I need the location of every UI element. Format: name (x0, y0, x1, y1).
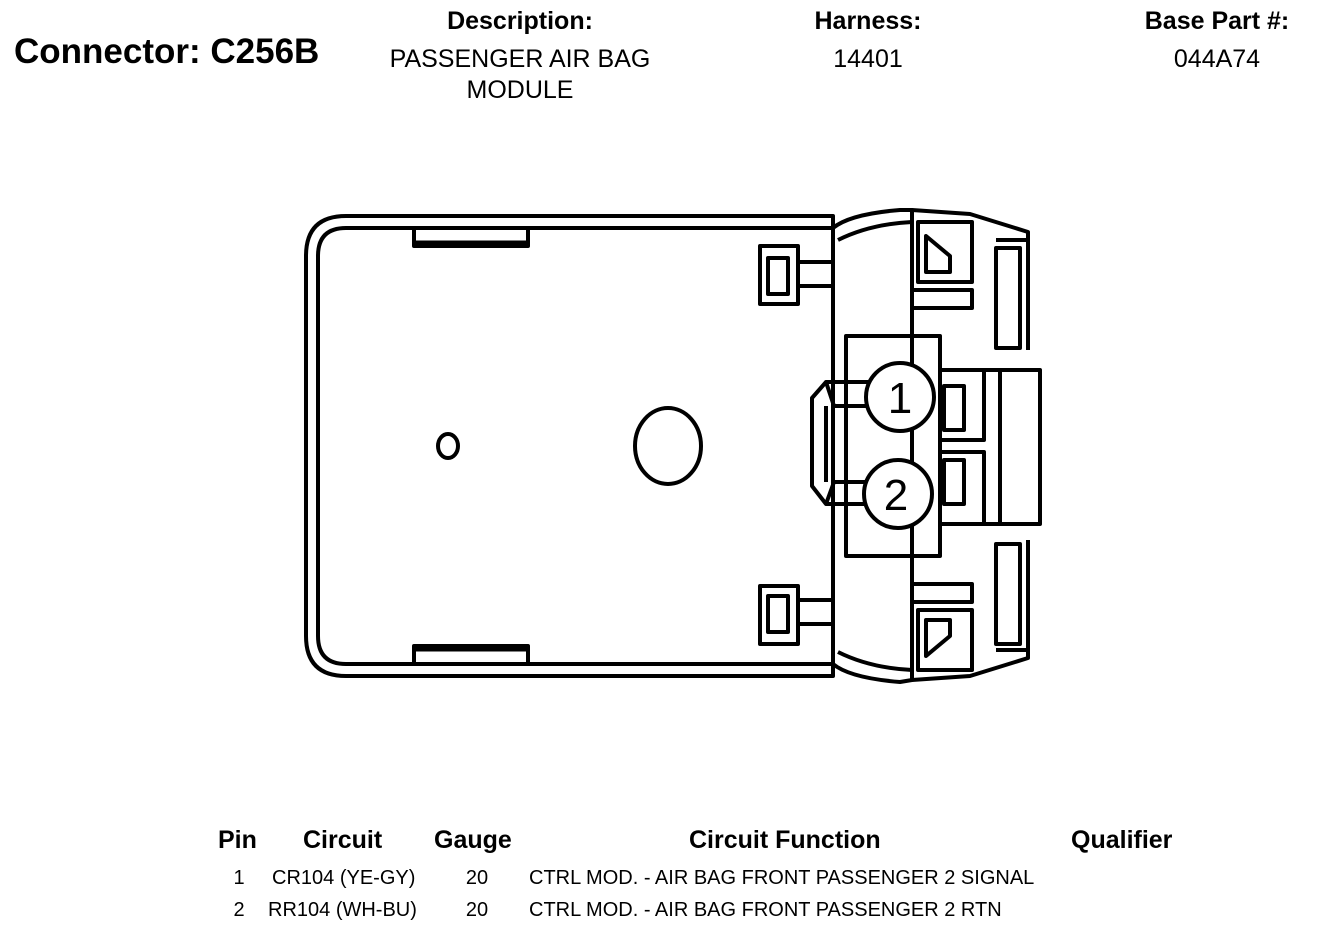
table-header-function: Circuit Function (689, 826, 881, 854)
small-hole (436, 432, 460, 460)
connector-title: Connector: C256B (14, 32, 320, 71)
top-lock-window (916, 220, 974, 284)
base-part-value: 044A74 (1173, 45, 1261, 73)
row-2-pin: 2 (233, 899, 245, 921)
harness-header: Harness: (814, 7, 922, 35)
harness-value: 14401 (833, 45, 903, 73)
connector-cap (831, 208, 914, 684)
bottom-lock-window (916, 608, 974, 672)
table-header-circuit: Circuit (303, 826, 383, 854)
pin-1-circle (864, 361, 936, 433)
row-1-pin: 1 (233, 867, 245, 889)
description-block: Description: PASSENGER AIR BAG MODULE (360, 6, 680, 106)
large-hole (633, 406, 703, 486)
table-header-pin: Pin (218, 826, 257, 854)
base-part-header: Base Part #: (1144, 7, 1290, 35)
row-2-gauge: 20 (465, 899, 489, 921)
pin-1-label: 1 (888, 374, 912, 423)
pin-1-lead (810, 380, 870, 506)
pin-2-circle (862, 458, 934, 530)
connector-body-outline (304, 214, 835, 678)
connector-body-inner (316, 226, 833, 666)
table-header-gauge: Gauge (434, 826, 512, 854)
row-1-circuit: CR104 (YE-GY) (272, 867, 416, 889)
bottom-clip (758, 584, 800, 646)
row-2-circuit: RR104 (WH-BU) (268, 899, 417, 921)
harness-block: Harness: 14401 (768, 6, 968, 75)
pin-2-label: 2 (884, 471, 908, 520)
description-value: PASSENGER AIR BAG MODULE (389, 45, 651, 104)
description-header: Description: (447, 7, 593, 35)
row-1-gauge: 20 (465, 867, 489, 889)
row-2-function: CTRL MOD. - AIR BAG FRONT PASSENGER 2 RT… (529, 899, 1002, 921)
base-part-block: Base Part #: 044A74 (1117, 6, 1317, 75)
top-clip (758, 244, 800, 306)
table-header-qualifier: Qualifier (1071, 826, 1173, 854)
row-1-function: CTRL MOD. - AIR BAG FRONT PASSENGER 2 SI… (529, 867, 1035, 889)
